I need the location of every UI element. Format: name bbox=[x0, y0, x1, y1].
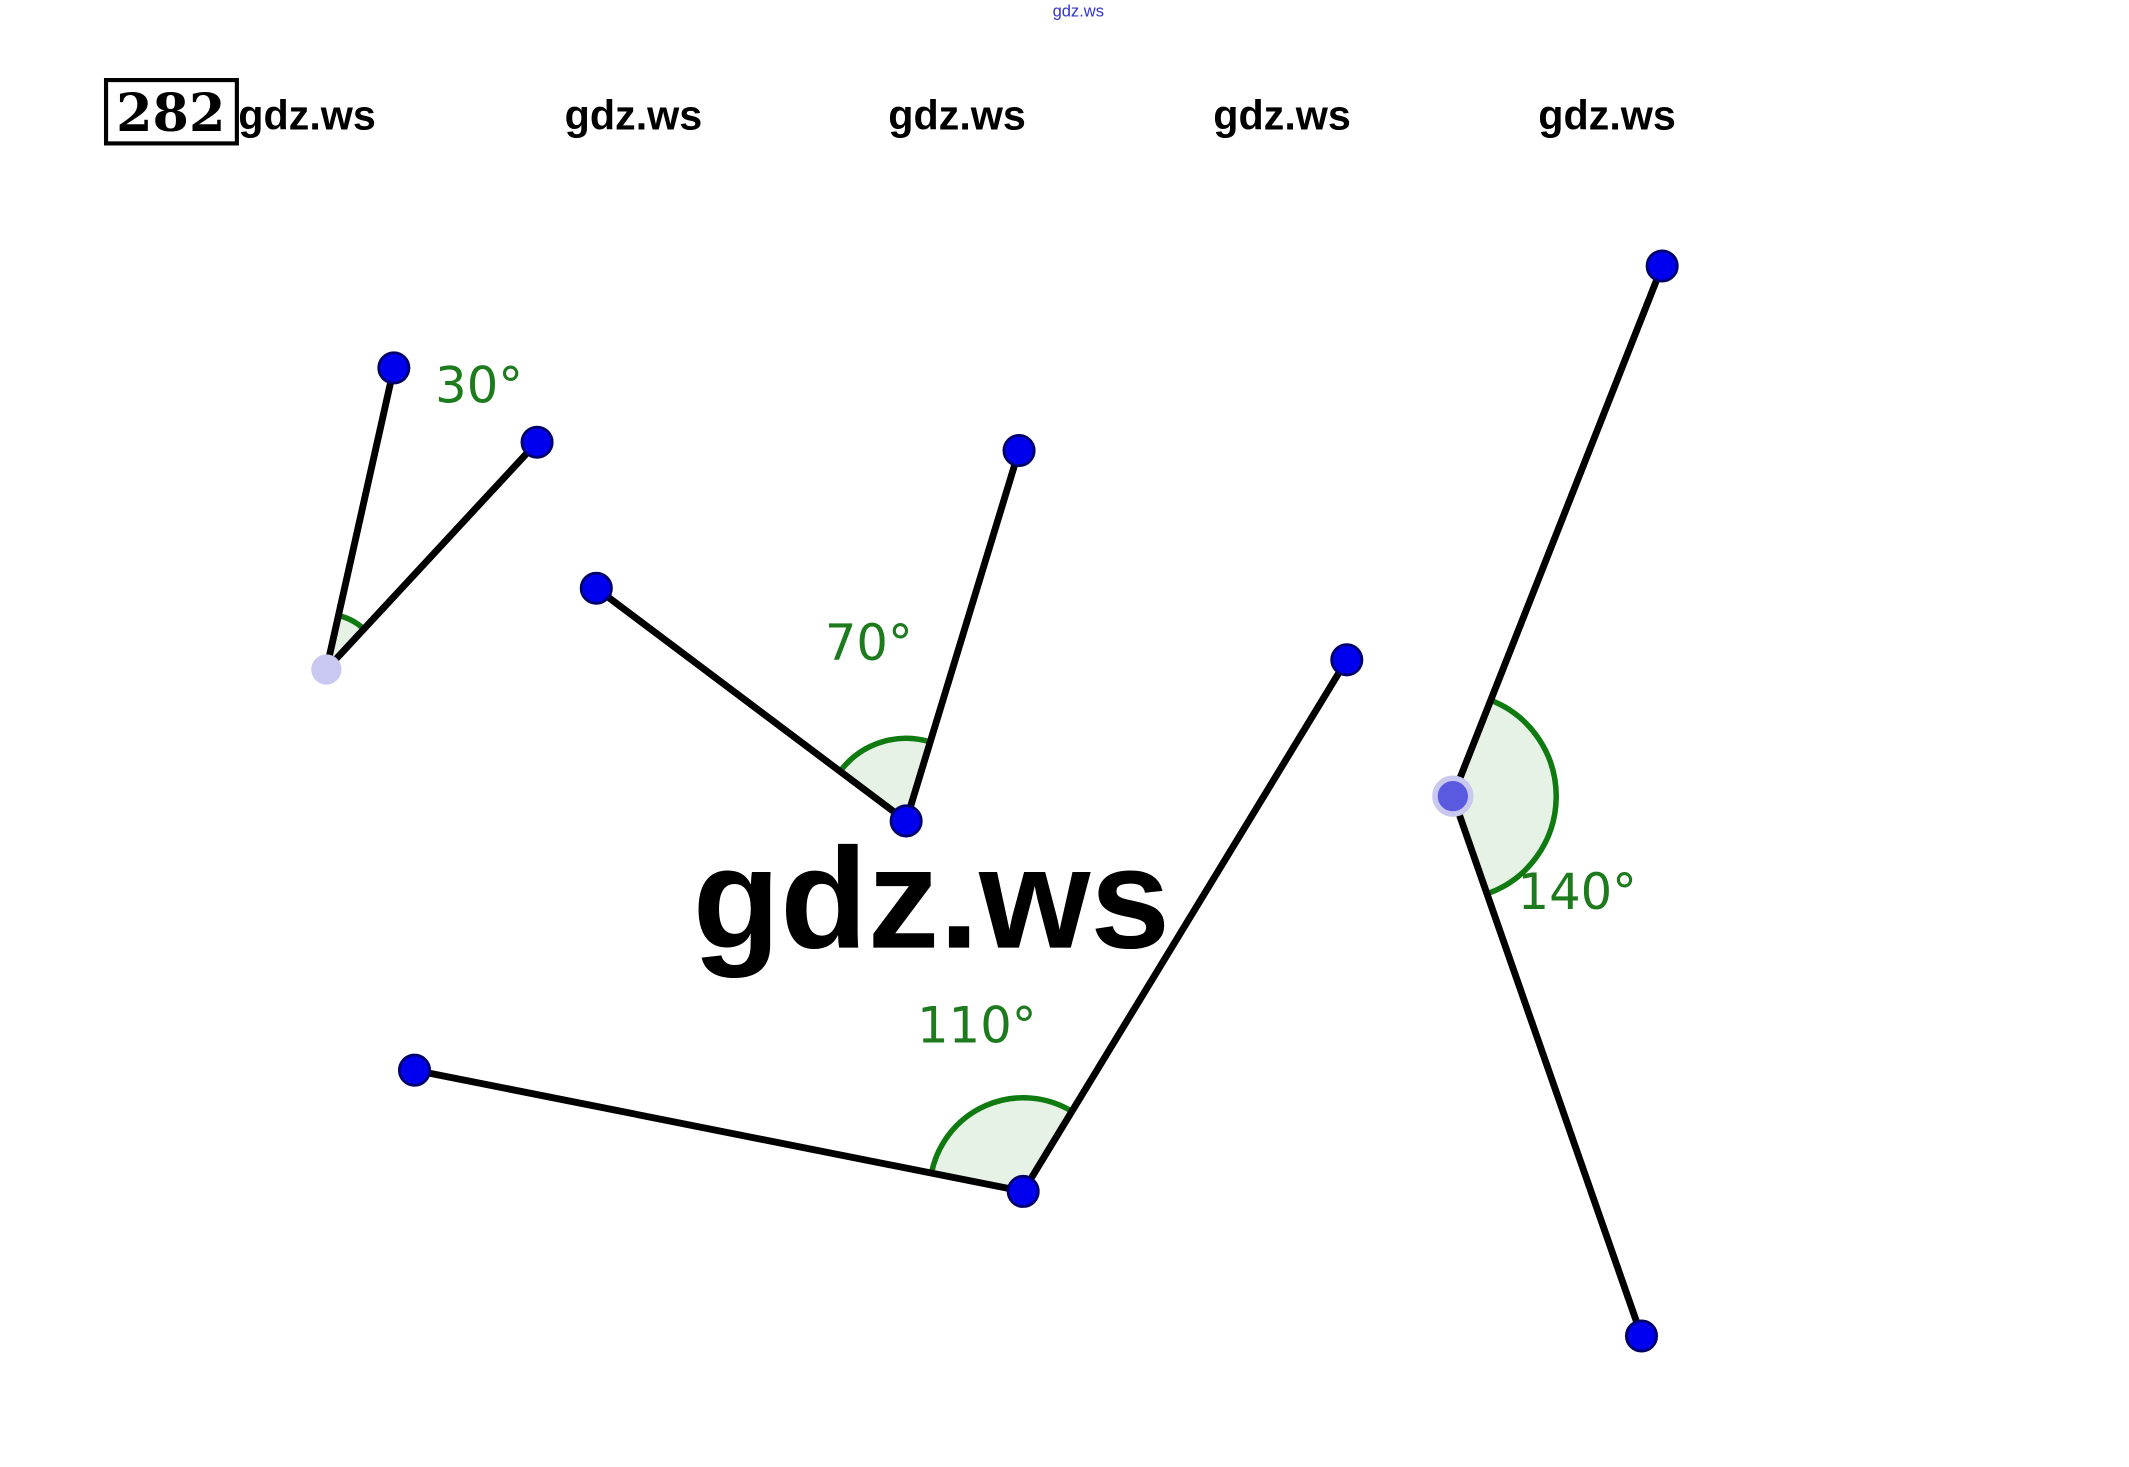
header-watermark: gdz.ws bbox=[1538, 93, 1676, 139]
angle-arc bbox=[1449, 696, 1559, 898]
ray bbox=[1449, 792, 1645, 1340]
ray bbox=[322, 364, 398, 673]
ray bbox=[322, 438, 541, 673]
angle-label: 70° bbox=[825, 614, 913, 672]
problem-number-box bbox=[103, 77, 239, 146]
header-watermark: gdz.ws bbox=[1213, 93, 1351, 139]
ray bbox=[902, 447, 1023, 825]
angle-70: 70° bbox=[579, 433, 1036, 838]
point bbox=[1002, 433, 1036, 468]
header-watermark: gdz.ws bbox=[238, 93, 376, 139]
ray bbox=[592, 584, 910, 825]
vertex-point bbox=[311, 654, 342, 685]
point bbox=[1330, 643, 1364, 677]
angle-110: 110° bbox=[397, 643, 1364, 1208]
vertex-point bbox=[1432, 775, 1474, 817]
angle-30: 30° bbox=[311, 351, 554, 685]
point bbox=[377, 351, 411, 385]
header-watermark: gdz.ws bbox=[888, 93, 1026, 139]
point bbox=[397, 1053, 432, 1087]
header-watermark: gdz.ws bbox=[565, 93, 703, 139]
ray bbox=[1019, 656, 1351, 1195]
center-watermark: gdz.ws bbox=[693, 819, 1170, 979]
ray bbox=[1449, 262, 1666, 800]
angle-label: 110° bbox=[917, 997, 1036, 1055]
point bbox=[1624, 1319, 1659, 1353]
vertex-point bbox=[1006, 1174, 1040, 1208]
angle-label: 140° bbox=[1518, 863, 1637, 921]
angle-140: 140° bbox=[1432, 249, 1679, 1353]
ray bbox=[411, 1066, 1027, 1195]
angle-label: 30° bbox=[435, 356, 523, 414]
problem-number: 282 bbox=[116, 83, 225, 144]
point bbox=[520, 425, 554, 459]
angle-arc bbox=[836, 735, 934, 826]
top-watermark: gdz.ws bbox=[1053, 2, 1104, 21]
point bbox=[1645, 249, 1679, 283]
point bbox=[579, 571, 613, 605]
vertex-point bbox=[889, 804, 923, 838]
